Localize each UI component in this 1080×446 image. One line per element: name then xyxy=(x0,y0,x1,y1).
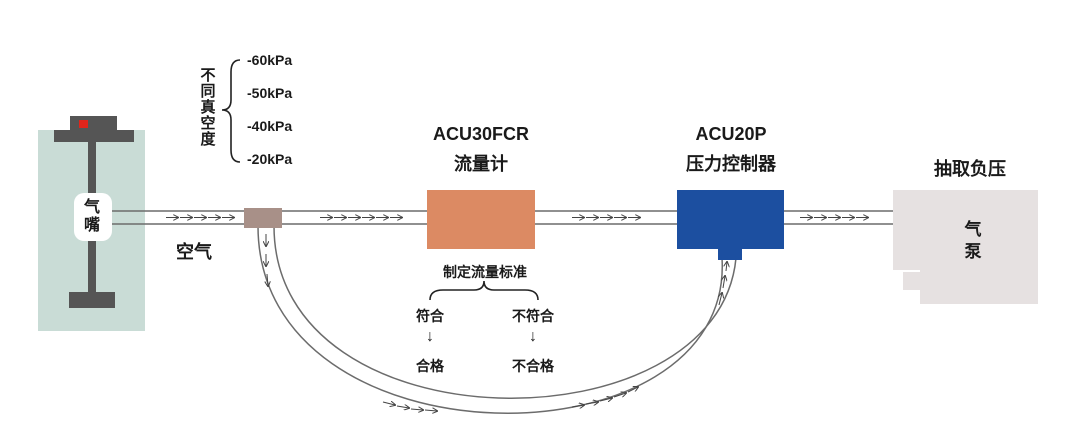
vacuum-char-5: 度 xyxy=(200,131,216,148)
tee-connector xyxy=(244,208,282,228)
nozzle-base-plate xyxy=(69,292,115,308)
pump-body xyxy=(893,190,1038,304)
pressure-level-40: -40kPa xyxy=(247,118,293,134)
vacuum-char-3: 真 xyxy=(200,99,216,116)
flowmeter-box xyxy=(427,190,535,249)
return-arc-pipe xyxy=(257,225,737,414)
vacuum-brace xyxy=(221,59,241,163)
not-meets-label: 不符合 xyxy=(512,308,554,324)
vacuum-char-1: 不 xyxy=(200,67,216,84)
nozzle-label-bg xyxy=(74,193,112,241)
meets-arrow: ↓ xyxy=(426,328,434,345)
controller-model: ACU20P xyxy=(695,124,767,144)
pump-label: 气 泵 xyxy=(963,219,983,263)
flow-arrows xyxy=(166,218,868,412)
pump-char-1: 气 xyxy=(964,220,982,239)
nozzle-top-knob xyxy=(70,116,117,131)
nozzle-char-1: 气 xyxy=(84,199,101,216)
air-label: 空气 xyxy=(176,242,212,262)
nozzle-red-indicator xyxy=(79,120,88,128)
controller-name: 压力控制器 xyxy=(686,154,776,174)
flowmeter-model: ACU30FCR xyxy=(432,124,529,144)
pump-char-2: 泵 xyxy=(964,242,982,261)
unqualified-label: 不合格 xyxy=(512,358,554,374)
nozzle-char-2: 嘴 xyxy=(84,217,101,234)
pressure-level-60: -60kPa xyxy=(247,52,293,68)
flowmeter-name: 流量计 xyxy=(454,154,508,174)
not-meets-arrow: ↓ xyxy=(529,328,537,345)
vacuum-char-4: 空 xyxy=(200,115,216,132)
controller-port xyxy=(718,248,742,260)
nozzle-label: 气 嘴 xyxy=(84,199,100,235)
vacuum-degree-label: 不 同 真 空 度 xyxy=(200,68,216,148)
pump-title: 抽取负压 xyxy=(934,159,1006,179)
standard-brace xyxy=(429,280,539,301)
pressure-level-20: -20kPa xyxy=(247,151,293,167)
meets-label: 符合 xyxy=(416,308,444,324)
standard-label: 制定流量标准 xyxy=(443,264,527,280)
qualified-label: 合格 xyxy=(416,358,444,374)
nozzle-top-plate xyxy=(54,130,134,142)
controller-box xyxy=(677,190,784,249)
vacuum-char-2: 同 xyxy=(200,83,216,100)
pressure-level-50: -50kPa xyxy=(247,85,293,101)
